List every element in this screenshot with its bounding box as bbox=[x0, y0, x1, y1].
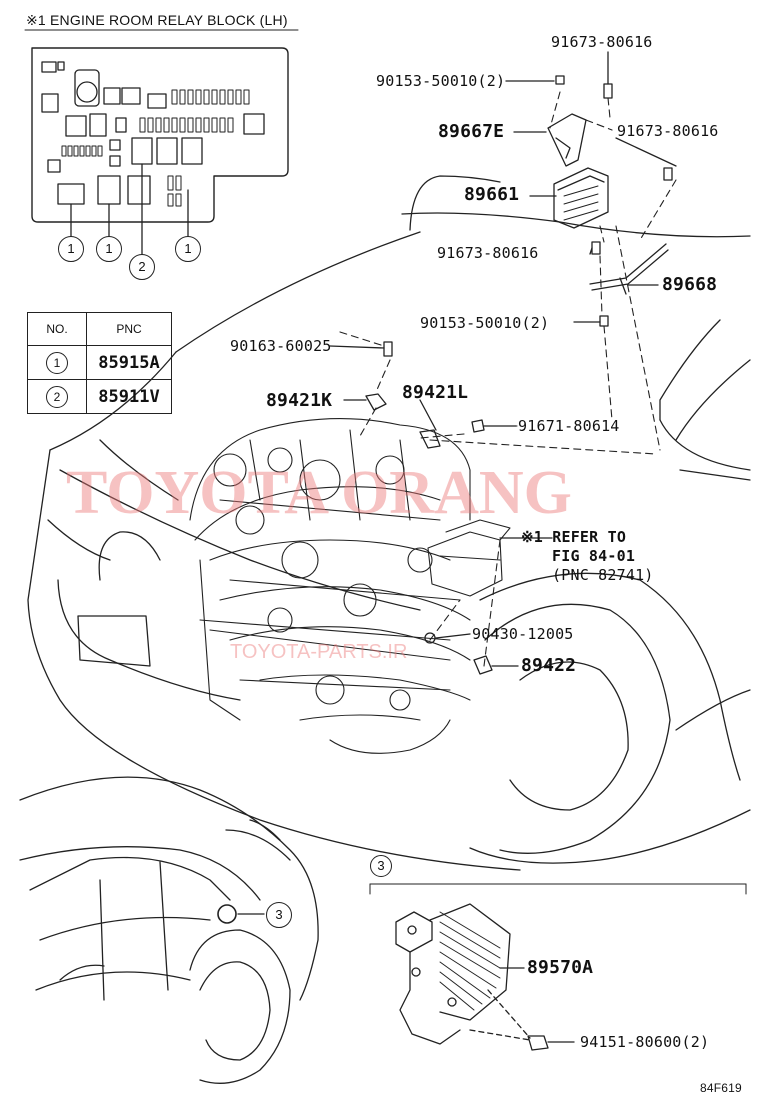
pnc-table: NO. PNC 1 85915A 2 85911V bbox=[27, 312, 172, 414]
diagram-code: 84F619 bbox=[700, 1081, 742, 1095]
part-label-90153-mid: 90153-50010(2) bbox=[420, 314, 550, 332]
relay-block-title: ※1 ENGINE ROOM RELAY BLOCK (LH) bbox=[26, 12, 288, 28]
part-label-91673-top: 91673-80616 bbox=[551, 33, 653, 51]
refer-note-line3: (PNC 82741) bbox=[552, 566, 654, 584]
pnc-row-value: 85911V bbox=[86, 379, 172, 414]
ecu-89661-drawing bbox=[505, 51, 677, 327]
relay-callout-2: 2 bbox=[129, 254, 155, 280]
part-label-89668: 89668 bbox=[662, 274, 718, 295]
relay-callout-1c: 1 bbox=[175, 236, 201, 262]
relay-block-drawing bbox=[24, 29, 299, 255]
inset-callout: 3 bbox=[266, 902, 292, 928]
part-label-91671: 91671-80614 bbox=[518, 417, 620, 435]
detail-callout: 3 bbox=[370, 855, 392, 877]
pnc-row-no: 1 bbox=[46, 351, 68, 374]
part-label-94151: 94151-80600(2) bbox=[580, 1033, 710, 1051]
watermark-main: TOYOTA ORANG bbox=[66, 459, 572, 527]
part-label-89570A: 89570A bbox=[527, 957, 594, 978]
pnc-header-pnc: PNC bbox=[86, 312, 172, 346]
refer-note-line1: ※1 REFER TO bbox=[521, 528, 627, 546]
watermark-sub: TOYOTA-PARTS.IR bbox=[230, 641, 408, 663]
table-row: 2 85911V bbox=[27, 379, 172, 414]
part-label-89421L: 89421L bbox=[402, 382, 469, 403]
part-label-91673-mid: 91673-80616 bbox=[437, 244, 539, 262]
table-row: 1 85915A bbox=[27, 345, 172, 380]
part-label-89421K: 89421K bbox=[266, 390, 333, 411]
part-label-90430: 90430-12005 bbox=[472, 625, 574, 643]
pnc-header-no: NO. bbox=[27, 312, 87, 346]
relay-callout-1a: 1 bbox=[58, 236, 84, 262]
detail-89570A-drawing bbox=[369, 883, 747, 1051]
inset-car-rear bbox=[19, 776, 319, 1084]
pnc-row-value: 85915A bbox=[86, 345, 172, 380]
part-label-89422: 89422 bbox=[521, 655, 577, 676]
engine-drawing bbox=[189, 418, 511, 754]
pnc-row-no: 2 bbox=[46, 385, 68, 408]
car-body-outline bbox=[27, 175, 751, 871]
part-label-91673-right: 91673-80616 bbox=[617, 122, 719, 140]
part-label-89661: 89661 bbox=[464, 184, 520, 205]
part-label-90163: 90163-60025 bbox=[230, 337, 332, 355]
refer-note-line2: FIG 84-01 bbox=[552, 547, 636, 565]
part-label-89667E: 89667E bbox=[438, 121, 505, 142]
dashed-guides bbox=[339, 91, 677, 667]
relay-callout-1b: 1 bbox=[96, 236, 122, 262]
sensor-parts-drawing bbox=[329, 341, 553, 675]
part-label-90153-top: 90153-50010(2) bbox=[376, 72, 506, 90]
